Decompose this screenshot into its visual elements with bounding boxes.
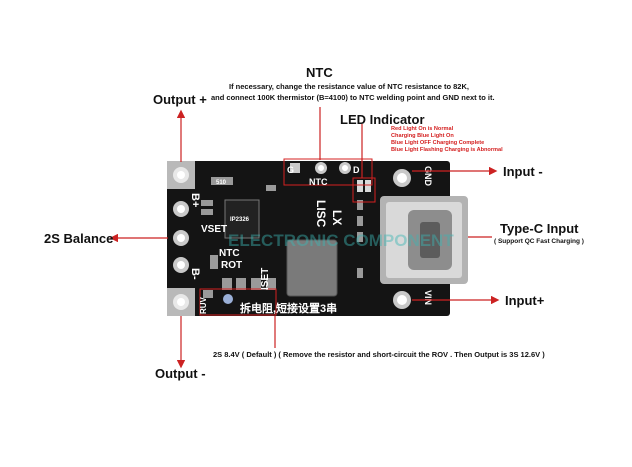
output-plus-label: Output +: [153, 92, 207, 107]
silk-lx: LX: [330, 210, 344, 225]
led: [223, 294, 233, 304]
balance-label: 2S Balance: [44, 231, 114, 246]
silk-ntc: NTC: [309, 177, 328, 187]
silk-iset: ISET: [260, 268, 271, 290]
type-c-subtitle: ( Support QC Fast Charging ): [494, 238, 584, 245]
type-c-title: Type-C Input: [500, 221, 579, 236]
silk-g: G: [287, 165, 294, 175]
input-minus-label: Input -: [503, 164, 543, 179]
bottom-note: 2S 8.4V ( Default ) ( Remove the resisto…: [213, 350, 545, 359]
silk-b-plus: B+: [189, 193, 201, 207]
ip2326-chip: [224, 199, 260, 239]
led-line-1: Red Light On is Normal: [391, 126, 454, 132]
highlight-boxes: [199, 158, 376, 316]
silk-lisc: LISC: [314, 200, 328, 228]
silk-b-minus: B-: [189, 268, 201, 280]
watermark: ELECTRONIC COMPONENT: [228, 231, 454, 250]
inductor: [286, 239, 338, 297]
led-line-3: Blue Light OFF Charging Complete: [391, 140, 485, 146]
silk-rot: ROT: [221, 260, 242, 271]
output-minus-label: Output -: [155, 366, 206, 381]
silk-chip: IP2326: [230, 217, 250, 223]
input-plus-label: Input+: [505, 293, 545, 308]
silk-vset: VSET: [201, 224, 227, 235]
silk-chinese-note: 拆电阻,短接设置3串: [240, 301, 337, 315]
silk-510: 510: [216, 180, 227, 186]
ntc-desc-line2: and connect 100K thermistor (B=4100) to …: [211, 93, 495, 102]
ntc-title: NTC: [306, 65, 333, 80]
silk-ntc-2: NTC: [219, 248, 240, 259]
ntc-desc-line1: If necessary, change the resistance valu…: [229, 82, 469, 91]
led-line-4: Blue Light Flashing Charging is Abnormal: [391, 147, 503, 153]
smd-components: [201, 177, 371, 298]
silk-vin: VIN: [423, 290, 433, 305]
top-pads: [290, 162, 351, 174]
led-indicator-title: LED Indicator: [340, 112, 425, 127]
callout-arrows: [109, 107, 500, 369]
left-pads: [167, 161, 195, 316]
led-line-2: Charging Blue Light On: [391, 133, 454, 139]
silk-ruv: RUV: [199, 296, 208, 314]
silk-gnd: GND: [423, 166, 433, 187]
silk-d: D: [353, 165, 360, 175]
type-c-connector: [380, 196, 468, 284]
right-pads: [393, 169, 411, 309]
